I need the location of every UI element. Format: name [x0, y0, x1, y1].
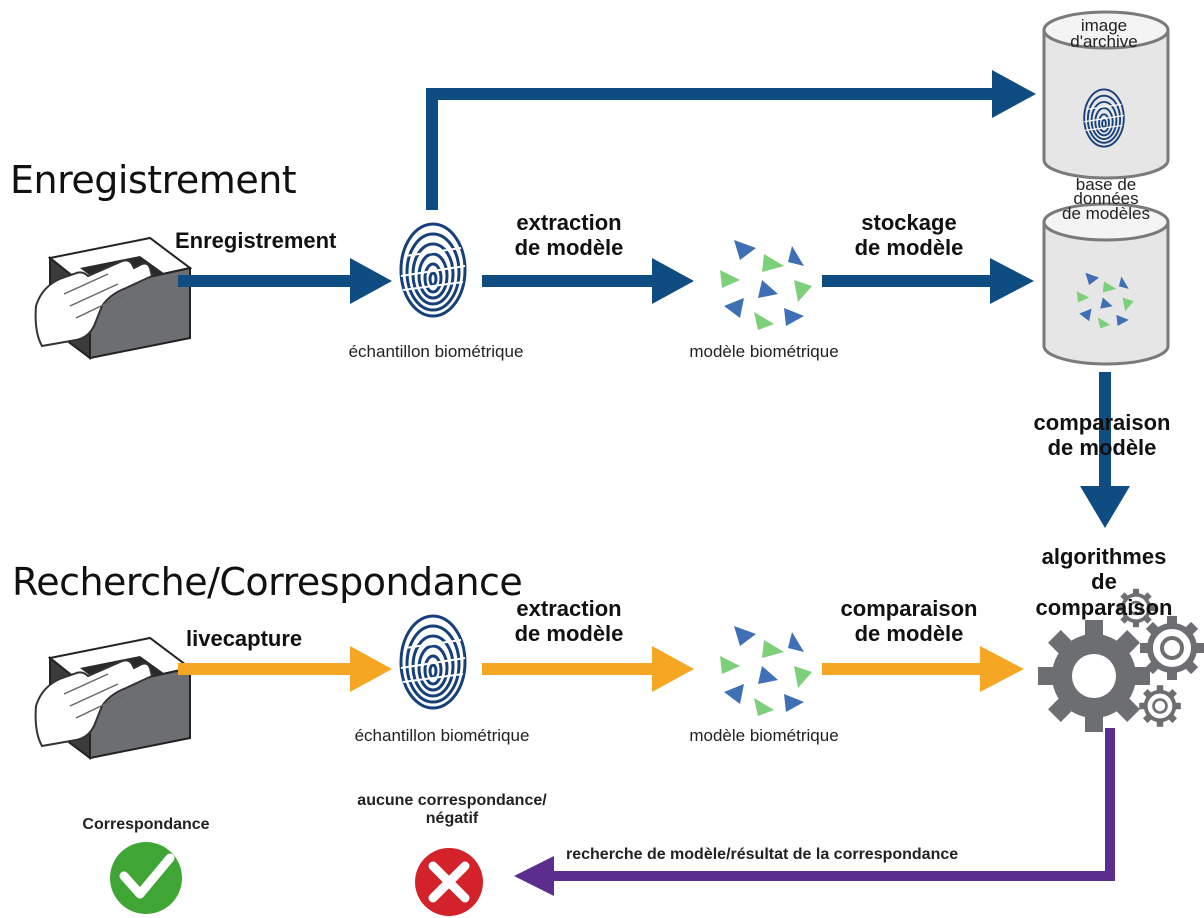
search-arrows — [178, 646, 1024, 692]
archive-label: image d'archive — [1070, 16, 1138, 52]
template-database-icon — [1042, 202, 1170, 366]
search-extraction-label: extraction de modèle — [514, 596, 624, 647]
fingerprint-icon — [399, 222, 467, 318]
search-section-title: Recherche/Correspondance — [12, 560, 523, 604]
archive-database-icon — [1042, 10, 1170, 180]
match-label: Correspondance — [82, 816, 210, 833]
storage-label: stockage de modèle — [854, 210, 964, 261]
comparison-vertical-label: comparaison de modèle — [1033, 410, 1171, 461]
checkmark-icon — [110, 842, 182, 914]
scanner-icon — [34, 637, 191, 759]
enrollment-section-title: Enregistrement — [10, 158, 297, 202]
triangles-template-icon — [720, 626, 812, 716]
algorithms-label: algorithmes de comparaison — [1035, 544, 1173, 620]
search-template-caption: modèle biométrique — [689, 726, 839, 745]
search-sample-caption: échantillon biométrique — [354, 726, 530, 745]
fingerprint-icon — [399, 614, 467, 710]
livecapture-label: livecapture — [186, 626, 303, 651]
template-db-label: base de données de modèles — [1062, 175, 1150, 223]
result-return-label: recherche de modèle/résultat de la corre… — [566, 846, 959, 863]
search-comparison-label: comparaison de modèle — [840, 596, 978, 647]
cross-icon — [415, 848, 483, 916]
enrollment-capture-label: Enregistrement — [175, 228, 337, 253]
no-match-label: aucune correspondance/ négatif — [357, 792, 547, 828]
enrollment-extraction-label: extraction de modèle — [514, 210, 624, 261]
enrollment-template-caption: modèle biométrique — [689, 342, 839, 361]
enrollment-arrows — [178, 70, 1130, 528]
enrollment-sample-caption: échantillon biométrique — [348, 342, 524, 361]
result-arrow — [514, 728, 1115, 896]
triangles-template-icon — [720, 240, 812, 330]
scanner-icon — [34, 237, 191, 359]
